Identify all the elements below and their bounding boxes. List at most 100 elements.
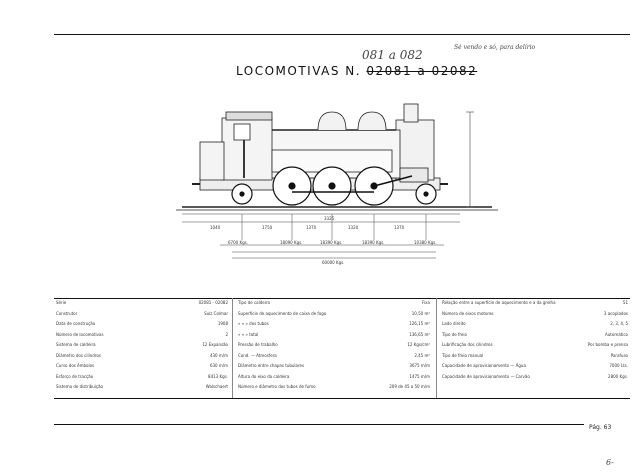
spec-value: Fixa — [422, 300, 430, 305]
spec-row: Tipo de caldeira Fixa — [238, 300, 430, 311]
spec-label: Sistema de distribuição — [56, 384, 103, 389]
spec-label: Lado direito — [442, 321, 466, 326]
spec-value: 1475 m/m — [409, 373, 430, 379]
spec-value: 126,15 m² — [409, 321, 430, 326]
spec-row: Superfície de aquecimento de caixa de fo… — [238, 311, 430, 322]
spec-row: Número de locomotivas 2 — [56, 332, 228, 343]
spec-value: 12 Expansão — [202, 342, 228, 347]
spec-value: 2 — [225, 331, 228, 337]
spec-row: Data de construção 1908 — [56, 321, 228, 332]
spec-label: Esforço de tracção — [56, 373, 94, 379]
spec-value: Automático — [605, 331, 628, 337]
axle-weight-label: 18090 Kgs. — [280, 240, 303, 245]
spec-row: Curso dos êmbolos 630 m/m — [56, 363, 228, 374]
spec-row: Lubrificação dos cilindros Por bomba e pr… — [442, 342, 628, 353]
spec-row: Diâmetro entre chapas tubulares 3675 m/m — [238, 363, 430, 374]
spec-value: 2,45 m² — [414, 352, 430, 358]
spec-row: Sistema de distribuição Walschaert — [56, 384, 228, 395]
page-title: LOCOMOTIVAS N. 02081 a 02082 — [236, 64, 477, 78]
spec-row: Relação entre a superfície de aqueciment… — [442, 300, 628, 311]
footer-rule — [54, 424, 584, 425]
spec-value: 3675 m/m — [409, 363, 430, 368]
spec-label: Série — [56, 300, 67, 305]
spec-label: Capacidade de aprovisionamento — Água — [442, 363, 526, 368]
spec-value: 430 m/m — [209, 352, 228, 358]
spec-row: Lado direito 2, 3, 4, 5 — [442, 321, 628, 332]
spec-row: Número de eixos motores 3 acoplados — [442, 311, 628, 322]
dim-label: 1750 — [262, 225, 273, 230]
spec-label: Tipo de caldeira — [238, 300, 270, 305]
spec-value: 8413 Kgs. — [208, 373, 228, 379]
spec-label: » » » total — [238, 331, 259, 337]
spec-label: Data de construção — [56, 321, 96, 326]
dim-label: 3325 — [324, 216, 335, 221]
spec-value: Por bomba e prensa — [587, 342, 628, 347]
axle-weight-label: 18390 Kgs. — [362, 240, 385, 245]
spec-row: Altura do eixo da caldeira 1475 m/m — [238, 374, 430, 385]
spec-value: 2, 3, 4, 5 — [610, 321, 628, 326]
spec-value: 02081 - 02082 — [198, 300, 228, 305]
spec-column-2: Tipo de caldeira Fixa Superfície de aquec… — [238, 300, 430, 395]
title-struck-number: 02081 a 02082 — [366, 64, 478, 78]
spec-label: Sistema de caldeira — [56, 342, 96, 347]
spec-value: 630 m/m — [209, 363, 228, 368]
spec-row: Série 02081 - 02082 — [56, 300, 228, 311]
spec-value: 3 acoplados — [603, 310, 628, 316]
dim-label: 1040 — [210, 225, 221, 230]
spec-value: 12 Kgs/cm² — [407, 342, 430, 347]
spec-value: 136,65 m² — [409, 331, 430, 337]
spec-value: 10,50 m² — [411, 310, 430, 316]
spec-label: Capacidade de aprovisionamento — Carvão — [442, 373, 530, 379]
axle-weight-label: 10380 Kgs. — [414, 240, 437, 245]
total-weight-label: 60000 Kgs. — [322, 260, 345, 265]
spec-label: Tipo de freio manual — [442, 352, 484, 358]
spec-row: » » » dos tubos 126,15 m² — [238, 321, 430, 332]
spec-value: 51 — [622, 300, 628, 305]
spec-row: Cond. — Atmosfera 2,45 m² — [238, 353, 430, 364]
page-number: Pág. 63 — [589, 424, 612, 431]
dim-label: 1320 — [348, 225, 359, 230]
handwritten-number: 081 a 082 — [362, 48, 423, 62]
spec-value: Parafuso — [610, 352, 628, 358]
spec-label: Cond. — Atmosfera — [238, 352, 277, 358]
spec-row: Sistema de caldeira 12 Expansão — [56, 342, 228, 353]
spec-label: Número de locomotivas — [56, 331, 104, 337]
spec-table-bottom-rule — [54, 398, 630, 399]
spec-label: Lubrificação dos cilindros — [442, 342, 493, 347]
spec-value: 2800 Kgs. — [608, 373, 628, 379]
spec-label: Diâmetro dos cilindros — [56, 352, 101, 358]
spec-label: » » » dos tubos — [238, 321, 269, 326]
axle-weight-label: 6700 Kgs. — [228, 240, 248, 245]
spec-label: Altura do eixo da caldeira — [238, 373, 290, 379]
spec-row: » » » total 136,65 m² — [238, 332, 430, 343]
spec-label: Tipo de freio — [442, 331, 467, 337]
dim-label: 1370 — [306, 225, 317, 230]
spec-label: Curso dos êmbolos — [56, 363, 95, 368]
spec-value: 1908 — [217, 321, 228, 326]
spec-label: Relação entre a superfície de aqueciment… — [442, 300, 556, 305]
axle-weight-label: 18390 Kgs. — [320, 240, 343, 245]
spec-value: Sulz Colmar — [204, 310, 228, 316]
spec-col-divider — [436, 298, 437, 398]
spec-table-top-rule — [54, 298, 630, 299]
spec-row: Esforço de tracção 8413 Kgs. — [56, 374, 228, 385]
dim-label: 1370 — [394, 225, 405, 230]
spec-row: Capacidade de aprovisionamento — Carvão 2… — [442, 374, 628, 385]
handwritten-note: Sé vendo e só, para delírio — [454, 44, 536, 51]
spec-label: Superfície de aquecimento de caixa de fo… — [238, 310, 327, 316]
corner-mark: 6- — [606, 458, 614, 467]
spec-row: Tipo de freio manual Parafuso — [442, 353, 628, 364]
spec-column-3: Relação entre a superfície de aqueciment… — [442, 300, 628, 384]
spec-value: Walschaert — [205, 384, 228, 389]
spec-label: Diâmetro entre chapas tubulares — [238, 363, 305, 368]
top-rule — [54, 34, 630, 35]
spec-label: Número de eixos motores — [442, 310, 494, 316]
title-prefix: LOCOMOTIVAS N. — [236, 64, 362, 78]
